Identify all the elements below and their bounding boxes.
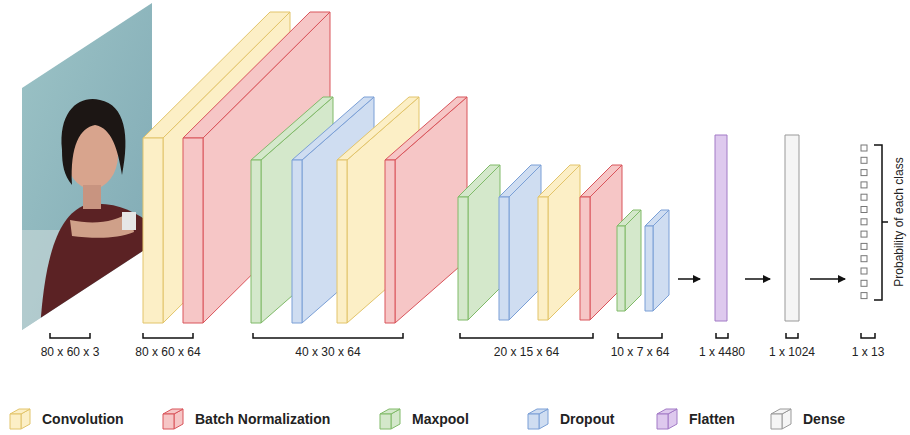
legend-item: Flatten — [655, 407, 735, 431]
layer-block — [645, 210, 669, 311]
legend-text: Dropout — [560, 411, 614, 427]
legend-item: Dropout — [526, 407, 614, 431]
layer-block — [458, 165, 500, 320]
dimension-label: 40 x 30 x 64 — [295, 345, 360, 359]
layer-block — [657, 409, 677, 429]
layer-block — [617, 210, 641, 311]
layer-block — [385, 97, 467, 323]
layer-block — [10, 409, 30, 429]
legend-text: Batch Normalization — [195, 411, 330, 427]
flow-arrows — [678, 278, 845, 280]
output-bracket — [874, 145, 888, 300]
legend-item: Dense — [769, 407, 845, 431]
layer-block — [380, 409, 400, 429]
dimension-label: 1 x 1024 — [769, 345, 815, 359]
dimension-label: 20 x 15 x 64 — [494, 345, 559, 359]
legend-swatch — [655, 407, 681, 431]
layer-block — [771, 409, 791, 429]
axis-label: Probability of each class — [892, 157, 906, 286]
legend-swatch — [526, 407, 552, 431]
legend-text: Dense — [803, 411, 845, 427]
legend-text: Maxpool — [412, 411, 469, 427]
legend-item: Maxpool — [378, 407, 469, 431]
legend-swatch — [161, 407, 187, 431]
legend-text: Convolution — [42, 411, 124, 427]
dimension-brackets — [50, 333, 875, 338]
input-photo — [22, 3, 152, 340]
layer-block — [538, 165, 580, 320]
dimension-label: 80 x 60 x 3 — [41, 345, 100, 359]
layer-block — [580, 165, 622, 320]
legend-swatch — [8, 407, 34, 431]
legend-swatch — [378, 407, 404, 431]
layer-block — [163, 409, 183, 429]
dimension-label: 80 x 60 x 64 — [135, 345, 200, 359]
layer-blocks — [143, 12, 799, 323]
output-units — [861, 145, 867, 299]
dimension-label: 1 x 13 — [852, 345, 885, 359]
layer-block — [499, 165, 541, 320]
legend-text: Flatten — [689, 411, 735, 427]
layer-block — [528, 409, 548, 429]
dimension-label: 1 x 4480 — [699, 345, 745, 359]
dimension-label: 10 x 7 x 64 — [611, 345, 670, 359]
legend-item: Convolution — [8, 407, 124, 431]
legend-swatch — [769, 407, 795, 431]
legend-item: Batch Normalization — [161, 407, 330, 431]
